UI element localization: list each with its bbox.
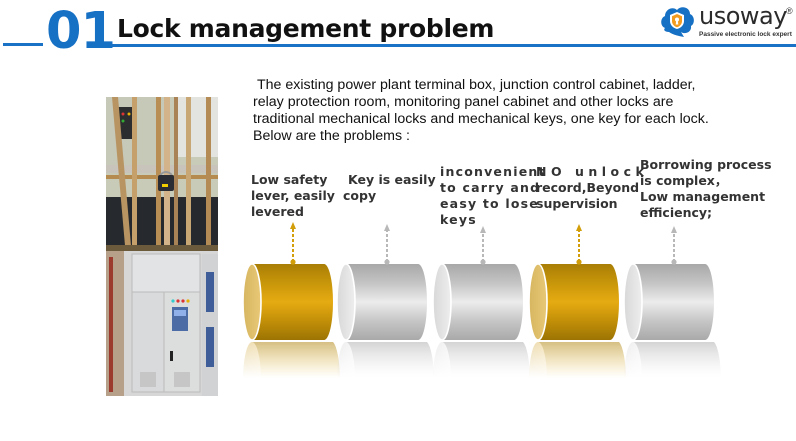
problem-label-5: Borrowing process is complex， Low manage…	[640, 157, 772, 220]
cylinder-cap	[623, 263, 643, 341]
brand-logo: usoway ® Passive electronic lock expert	[659, 2, 794, 40]
section-number: 01	[46, 2, 116, 61]
dashed-arrow-icon	[384, 224, 390, 265]
cylinder-body	[442, 264, 523, 340]
problem-label-1: Low safety lever, easily levered	[251, 172, 335, 219]
problem-label-4: NO unlock record,Beyond supervision	[536, 164, 649, 211]
header-rule-right	[111, 44, 796, 47]
control-cabinet-photo	[106, 245, 218, 396]
cylinder-5	[623, 226, 722, 420]
dashed-arrow-icon	[480, 226, 486, 265]
cylinder-cap	[528, 263, 548, 341]
dashed-arrow-icon	[576, 224, 582, 265]
problem-label-2: Key is easily copy	[343, 172, 436, 203]
cylinder-4	[528, 224, 627, 420]
intro-paragraph: The existing power plant terminal box, j…	[253, 77, 733, 145]
intro-line: The existing power plant terminal box, j…	[257, 77, 696, 93]
photo-column	[106, 97, 218, 396]
cylinder-cap	[336, 263, 356, 341]
cylinder-reflection	[624, 342, 722, 420]
intro-line: Below are the problems :	[253, 128, 410, 144]
intro-line: relay protection room, monitoring panel …	[253, 94, 674, 110]
cylinder-3	[432, 226, 531, 420]
cylinder-cap	[242, 263, 262, 341]
brand-tagline: Passive electronic lock expert	[699, 31, 792, 38]
cylinder-body	[633, 264, 714, 340]
header-rule-left	[3, 43, 43, 46]
dashed-arrow-icon	[671, 226, 677, 265]
cylinder-cap	[432, 263, 452, 341]
intro-line: traditional mechanical locks and mechani…	[253, 111, 709, 127]
cloud-shield-keyhole-icon	[661, 7, 694, 38]
dashed-arrow-icon	[290, 222, 296, 265]
cylinder-body	[346, 264, 427, 340]
padlocked-ladder-gate-photo	[106, 97, 218, 245]
cylinder-2	[336, 224, 435, 420]
cylinder-body	[252, 264, 333, 340]
cylinder-reflection	[529, 342, 627, 420]
page-title: Lock management problem	[117, 14, 495, 43]
cylinder-reflection	[433, 342, 531, 420]
registered-mark: ®	[786, 6, 793, 16]
problem-label-3: inconvenient to carry and easy to lose k…	[440, 164, 546, 227]
brand-name: usoway	[699, 2, 787, 30]
cylinder-body	[538, 264, 619, 340]
cylinder-reflection	[243, 342, 341, 420]
cylinder-1	[242, 222, 341, 420]
cylinder-reflection	[337, 342, 435, 420]
